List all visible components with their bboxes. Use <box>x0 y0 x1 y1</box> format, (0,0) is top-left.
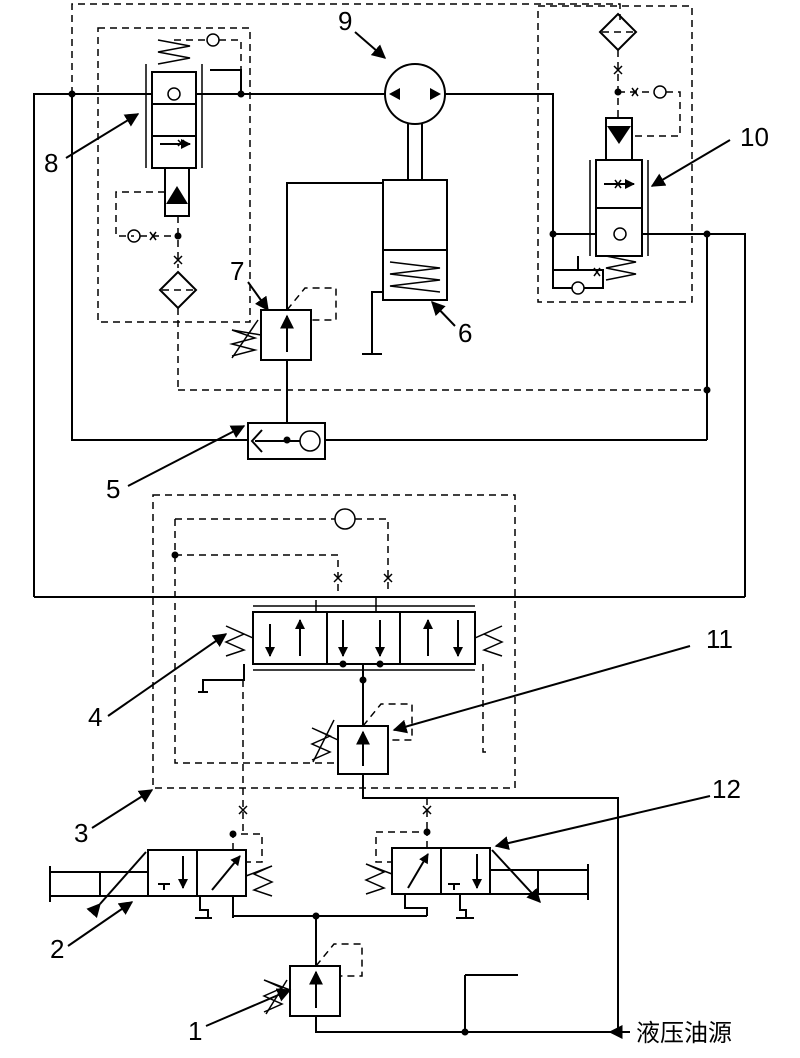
relief-valve-7 <box>229 287 337 361</box>
label-7: 7 <box>230 256 244 286</box>
valve-10-group <box>537 5 693 303</box>
label-12: 12 <box>712 774 741 804</box>
label-1: 1 <box>188 1016 202 1046</box>
label-6: 6 <box>458 318 472 348</box>
label-5: 5 <box>106 474 120 504</box>
label-11: 11 <box>706 624 733 654</box>
label-9: 9 <box>338 6 352 36</box>
valve-2 <box>49 680 274 919</box>
label-3: 3 <box>74 818 88 848</box>
label-4: 4 <box>88 702 102 732</box>
valve-12 <box>364 798 589 919</box>
label-8: 8 <box>44 148 58 178</box>
leader-arrows <box>65 31 731 1039</box>
hydraulic-motor-9 <box>384 63 446 180</box>
cylinder-6 <box>362 179 448 355</box>
hydraulic-source-label: 液压油源 <box>636 1019 732 1047</box>
valve-block-3 <box>152 494 516 789</box>
component-labels: 1 2 3 4 5 6 7 8 9 10 11 12 液压油源 <box>44 6 769 1047</box>
label-10: 10 <box>740 122 769 152</box>
relief-valve-1 <box>71 3 621 1032</box>
junction-dots <box>68 88 711 1036</box>
valve-8-group <box>97 27 707 391</box>
label-2: 2 <box>50 934 64 964</box>
